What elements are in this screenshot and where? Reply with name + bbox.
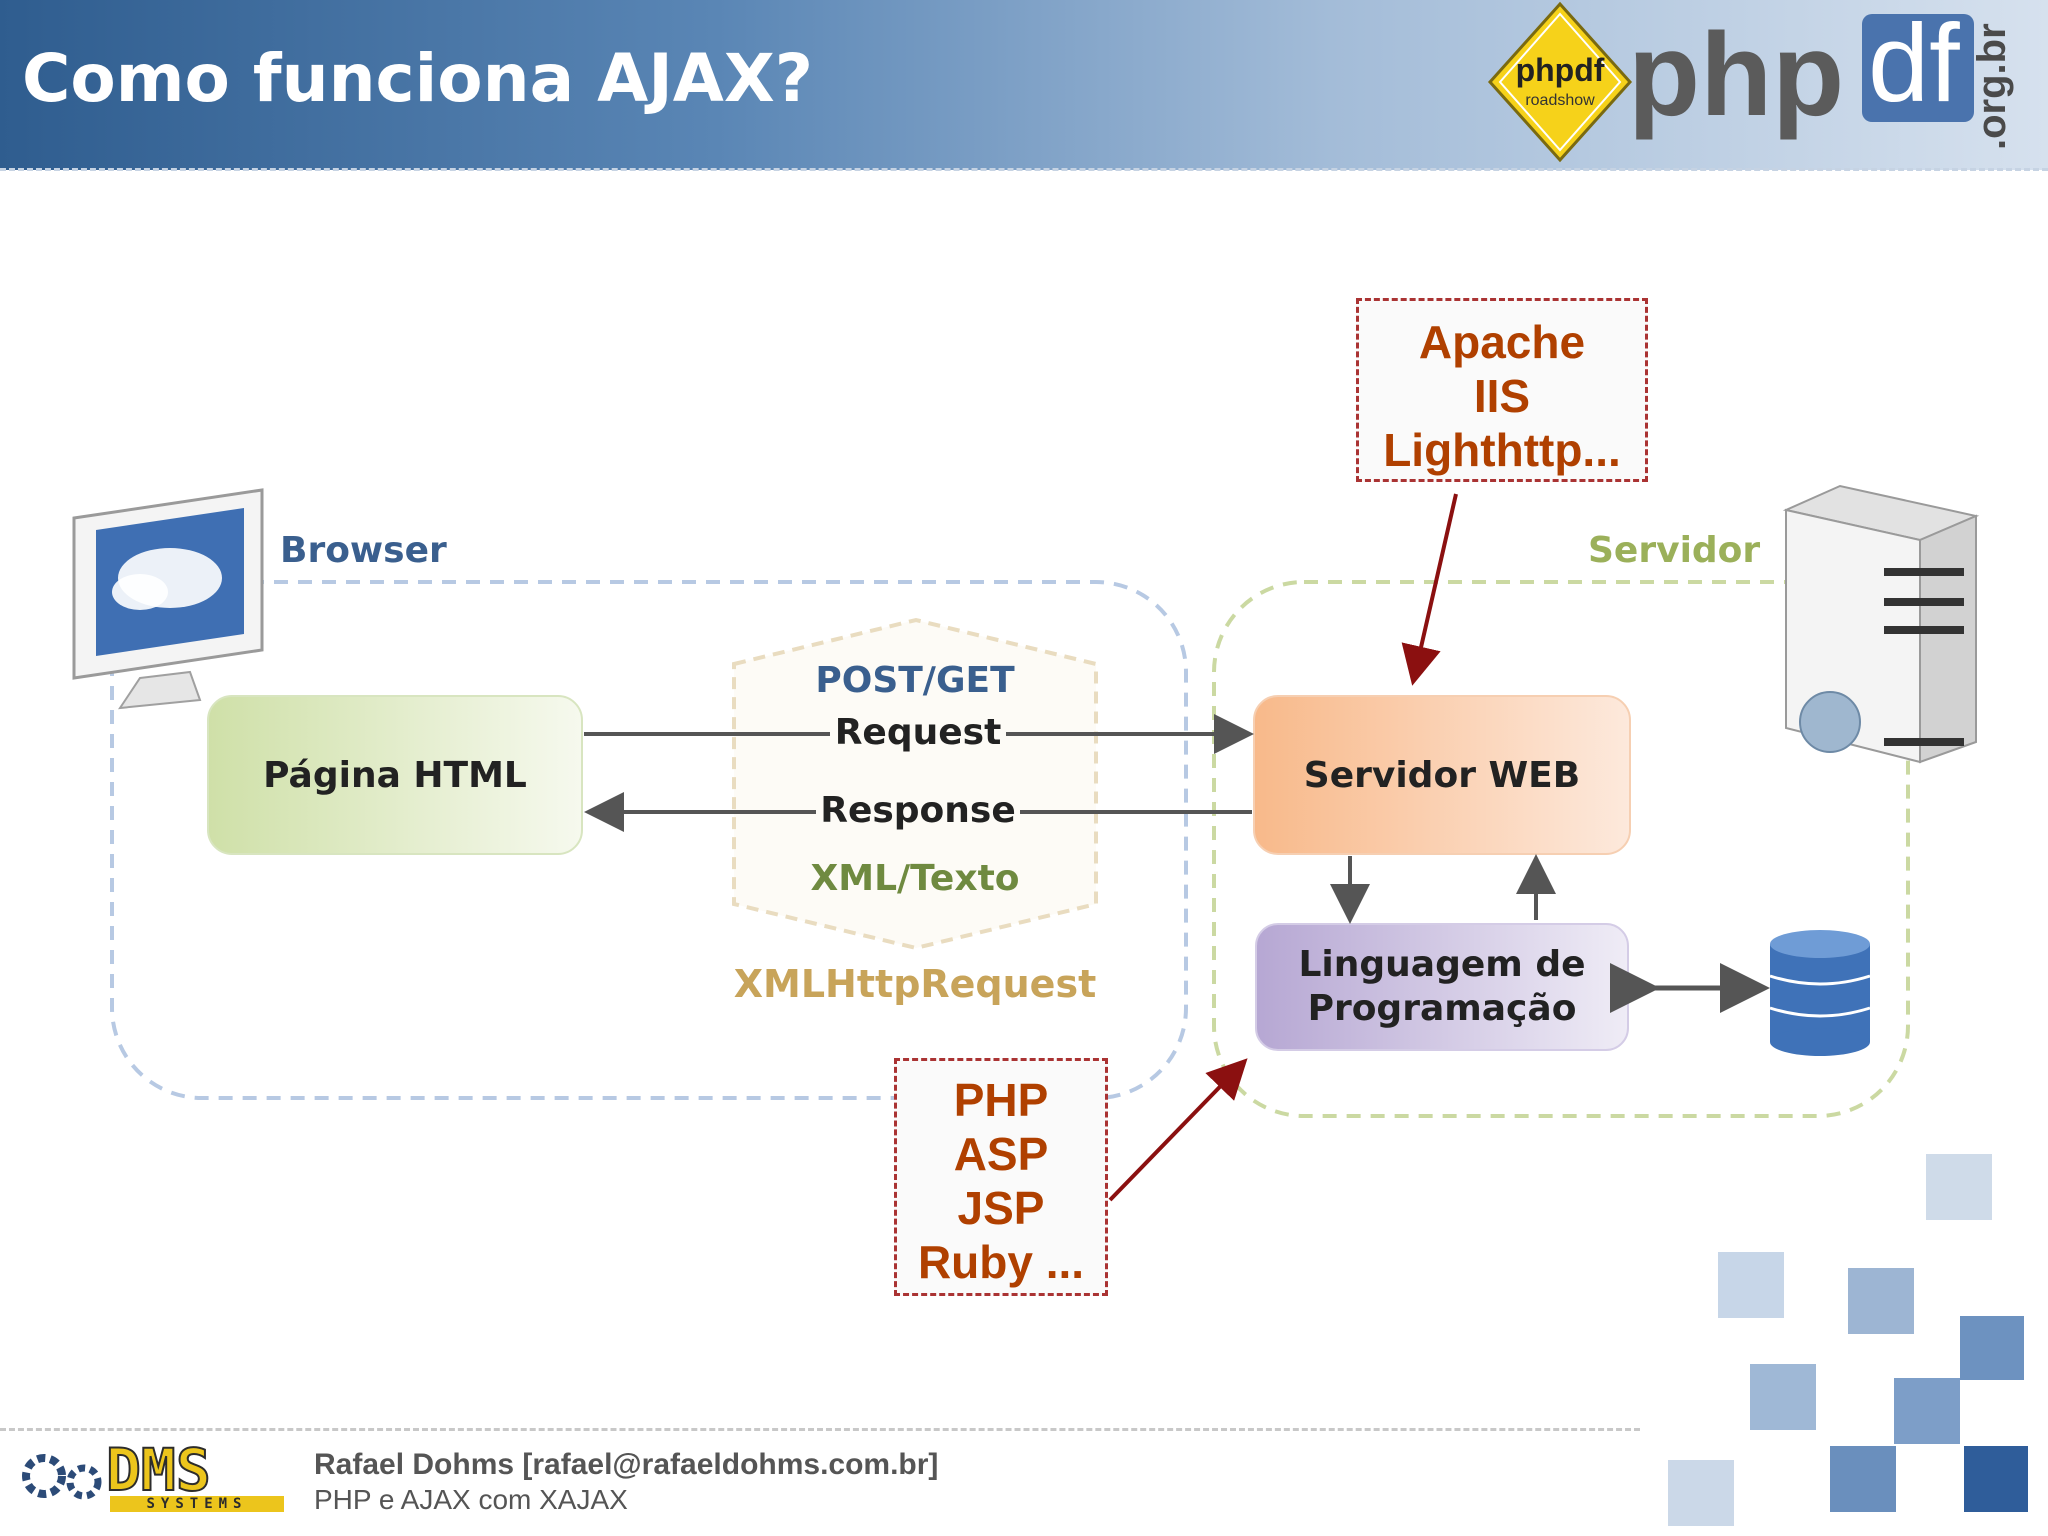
header-bar	[0, 0, 2048, 170]
xhr-hexagon	[732, 617, 1098, 951]
html-page-label: Página HTML	[263, 754, 527, 796]
servers-callout-arrow	[1401, 493, 1458, 686]
languages-callout-line-1: PHP	[953, 1074, 1049, 1126]
web-server-label: Servidor WEB	[1303, 754, 1581, 796]
web-server-box	[1253, 695, 1631, 855]
footer-subtitle: PHP e AJAX com XAJAX	[314, 1484, 628, 1515]
dms-logo-sub: SYSTEMS	[110, 1496, 284, 1512]
monitor-icon	[72, 488, 264, 710]
response-label: Response	[816, 790, 1020, 831]
footer-author: Rafael Dohms [rafael@rafaeldohms.com.br]	[314, 1448, 939, 1481]
servers-callout-line-3: Lighthttp...	[1383, 424, 1621, 476]
dms-logo-text: DMS	[105, 1436, 212, 1504]
deco-square	[1848, 1268, 1914, 1334]
deco-square	[1830, 1446, 1896, 1512]
logo-df-box	[1862, 14, 1974, 122]
dms-gear-icon	[22, 1454, 102, 1500]
languages-callout-line-3: JSP	[957, 1182, 1045, 1234]
logo-php: php	[1628, 9, 1845, 141]
deco-square	[1718, 1252, 1784, 1318]
logo-badge-text: phpdf	[1515, 52, 1605, 88]
servers-callout-line-2: IIS	[1473, 370, 1531, 422]
languages-callout: PHP ASP JSP Ruby ...	[894, 1058, 1108, 1296]
request-label: Request	[830, 712, 1006, 753]
xhr-label: XMLHttpRequest	[733, 962, 1097, 1006]
header-divider	[0, 168, 2048, 171]
browser-label: Browser	[280, 530, 447, 571]
phpdf-badge-icon	[1487, 1, 1633, 163]
post-get-label: POST/GET	[815, 660, 1015, 701]
deco-square	[1926, 1154, 1992, 1220]
language-label: Linguagem de Programação	[1256, 924, 1628, 1050]
phpdf-logo: phpdf roadshow php df .org.br	[1470, 0, 2048, 168]
deco-square	[1894, 1378, 1960, 1444]
languages-callout-line-4: Ruby ...	[917, 1236, 1085, 1288]
servers-callout: Apache IIS Lighthttp...	[1356, 298, 1648, 482]
slide-title: Como funciona AJAX?	[22, 40, 814, 117]
server-label: Servidor	[1588, 530, 1761, 571]
deco-square	[1964, 1446, 2028, 1512]
database-icon	[1769, 930, 1871, 1056]
dms-logo: DMS SYSTEMS	[14, 1439, 284, 1514]
languages-callout-arrow	[1108, 1058, 1248, 1202]
deco-square	[1750, 1364, 1816, 1430]
servers-callout-line-1: Apache	[1418, 316, 1586, 368]
language-line-2: Programação	[1307, 988, 1577, 1029]
logo-df: df	[1868, 2, 1960, 125]
server-tower-icon	[1782, 484, 1980, 764]
html-page-box	[207, 695, 583, 855]
logo-badge-sub: roadshow	[1525, 92, 1595, 109]
languages-callout-line-2: ASP	[953, 1128, 1049, 1180]
language-line-1: Linguagem de	[1298, 944, 1586, 985]
xml-text-label: XML/Texto	[810, 858, 1020, 899]
deco-square	[1960, 1316, 2024, 1380]
footer-divider	[0, 1428, 1640, 1431]
browser-region	[110, 580, 1188, 1100]
deco-square	[1668, 1460, 1734, 1526]
